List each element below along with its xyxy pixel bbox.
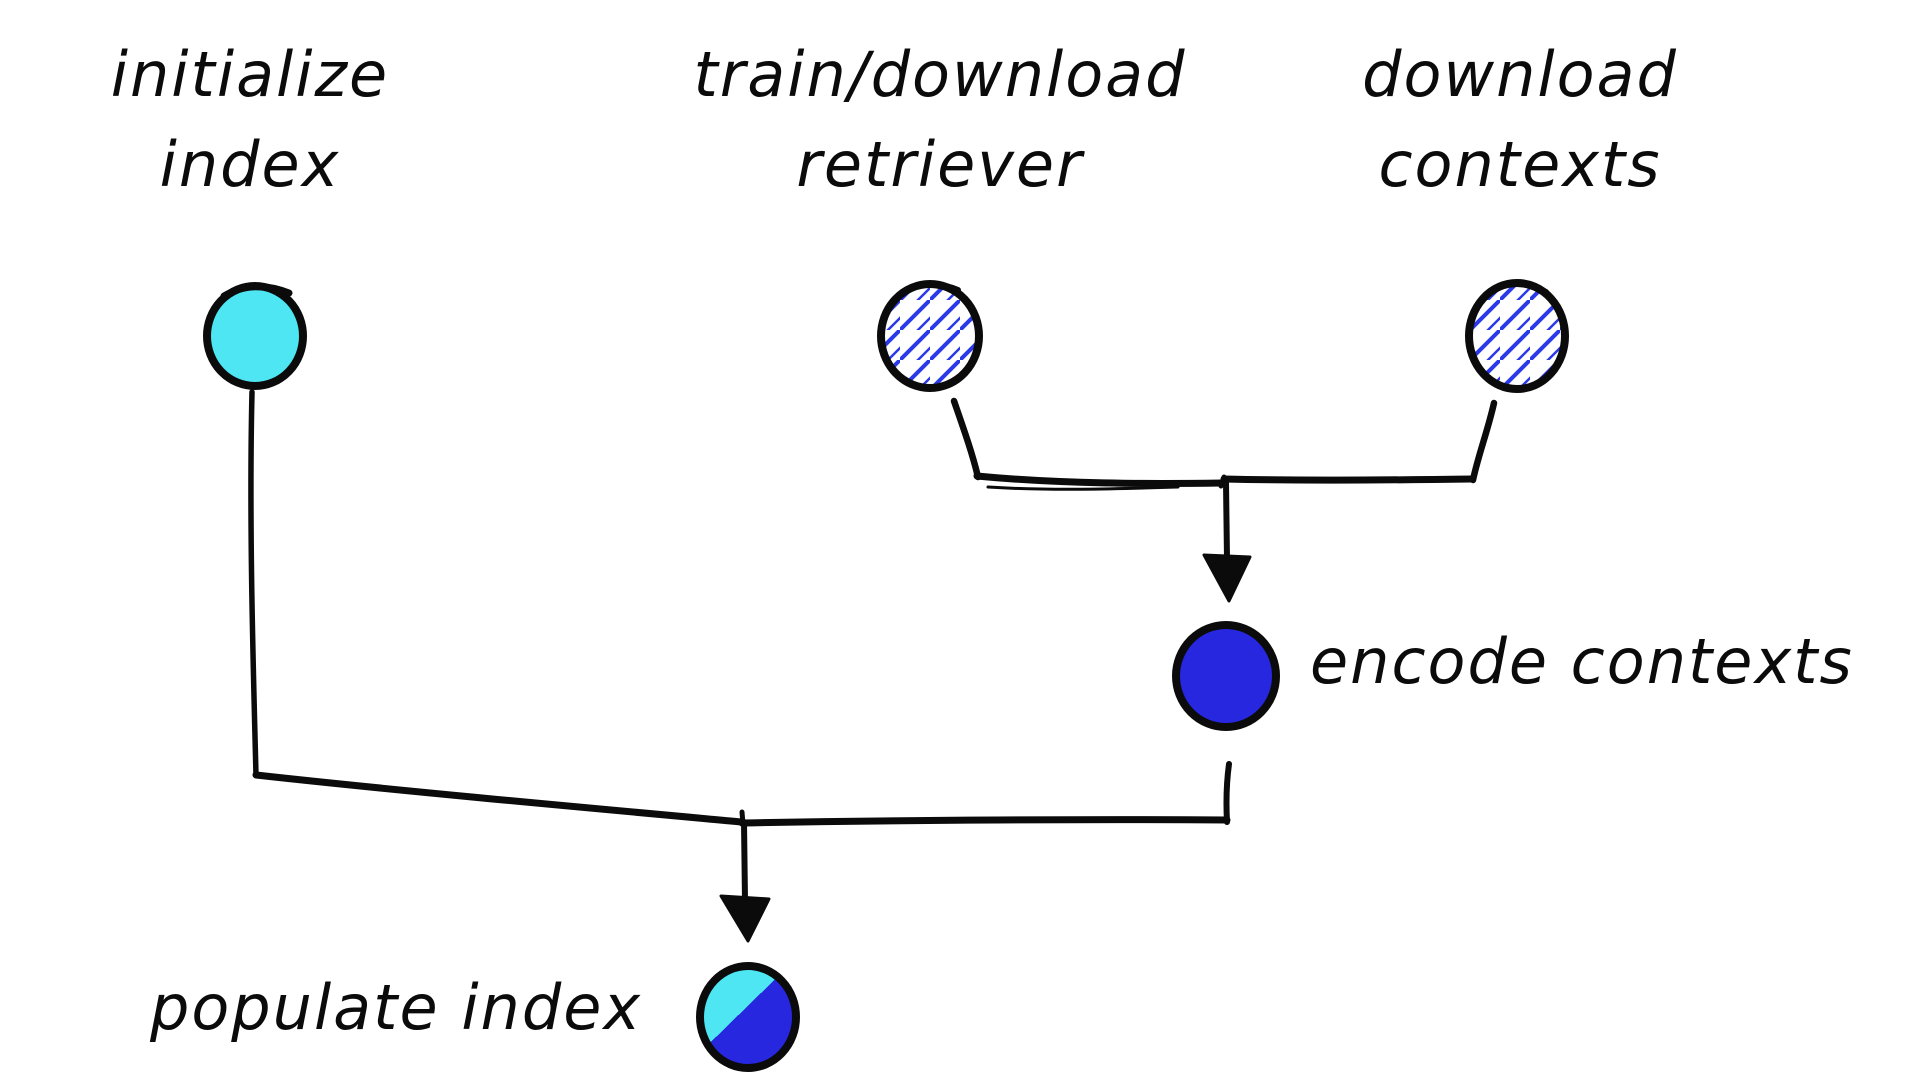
edge-lower-arrow-stem xyxy=(741,819,748,904)
label-train-download-retriever: train/download retriever xyxy=(640,30,1240,210)
node-encode-contexts-overstroke xyxy=(1200,622,1254,634)
label-download-contexts-line2: contexts xyxy=(1378,128,1662,201)
edge-initialize-down xyxy=(248,389,259,778)
edge-top-bus-sketch-double xyxy=(986,485,1180,491)
node-train-download-retriever-overstroke xyxy=(900,281,961,295)
node-initialize-index xyxy=(203,282,307,390)
edge-top-bus-left xyxy=(973,472,1226,487)
node-populate-index xyxy=(696,962,800,1072)
label-initialize-index-line1: initialize xyxy=(110,38,390,111)
edge-top-junction-step xyxy=(1218,474,1227,489)
lower-arrowhead-icon xyxy=(719,894,771,943)
label-download-contexts: download contexts xyxy=(1320,30,1720,210)
label-train-download-retriever-line1: train/download xyxy=(693,38,1187,111)
edge-contexts-down xyxy=(1469,399,1498,484)
node-download-contexts xyxy=(1465,279,1569,393)
edge-top-bus-right xyxy=(1220,475,1475,484)
edge-retriever-down xyxy=(950,397,982,481)
label-populate-index: populate index xyxy=(150,971,643,1044)
node-train-download-retriever xyxy=(877,280,983,392)
label-train-download-retriever-line2: retriever xyxy=(796,128,1084,201)
node-encode-contexts xyxy=(1172,621,1280,731)
edge-lower-bus-left xyxy=(252,771,746,826)
node-initialize-index-overstroke xyxy=(220,283,293,300)
edge-lower-bus-right xyxy=(738,816,1231,827)
node-populate-index-overstroke xyxy=(721,963,776,976)
edge-encode-down xyxy=(1223,761,1232,825)
top-arrowhead-icon xyxy=(1202,553,1252,603)
label-initialize-index: initialize index xyxy=(50,30,450,210)
label-encode-contexts: encode contexts xyxy=(1310,625,1854,698)
label-initialize-index-line2: index xyxy=(159,128,341,201)
label-download-contexts-line1: download xyxy=(1362,38,1678,111)
edge-top-arrow-stem xyxy=(1223,480,1230,562)
node-download-contexts-overstroke xyxy=(1489,281,1549,295)
